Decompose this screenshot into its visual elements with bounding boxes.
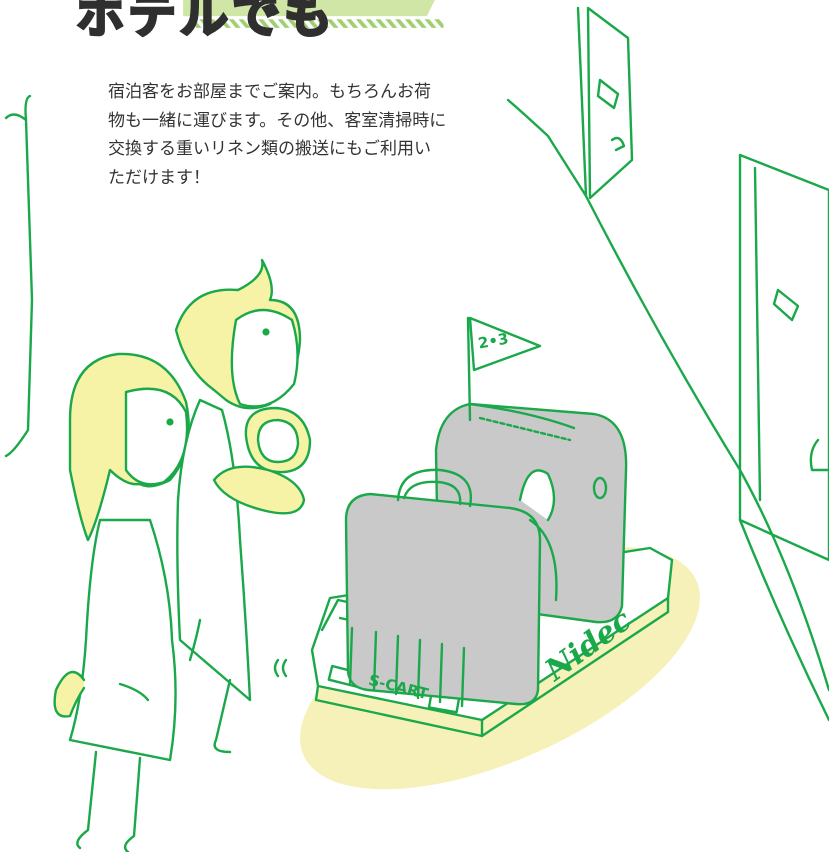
description-line: 交換する重いリネン類の搬送にもご利用い bbox=[108, 139, 431, 159]
man-figure bbox=[174, 258, 302, 754]
description-line: 物も一緒に運びます。その他、客室清掃時に bbox=[108, 110, 447, 131]
title-banner bbox=[183, 0, 444, 28]
description-line: 宿泊客をお部屋までご案内。もちろんお荷 bbox=[108, 82, 431, 102]
description-line: ただけます！ bbox=[108, 167, 210, 188]
left-wall bbox=[4, 94, 34, 458]
cart-bars bbox=[348, 626, 466, 708]
suitcase-front bbox=[344, 468, 558, 706]
banner-title: ホテルでも bbox=[74, 0, 337, 46]
room-flag bbox=[466, 316, 542, 422]
sound-marks bbox=[273, 658, 288, 678]
woman-figure bbox=[53, 352, 190, 852]
baby-figure bbox=[212, 406, 312, 515]
corridor-walls bbox=[506, 6, 829, 722]
description-text: 宿泊客をお部屋までご案内。もちろんお荷 物も一緒に運びます。その他、客室清掃時に… bbox=[108, 78, 528, 192]
